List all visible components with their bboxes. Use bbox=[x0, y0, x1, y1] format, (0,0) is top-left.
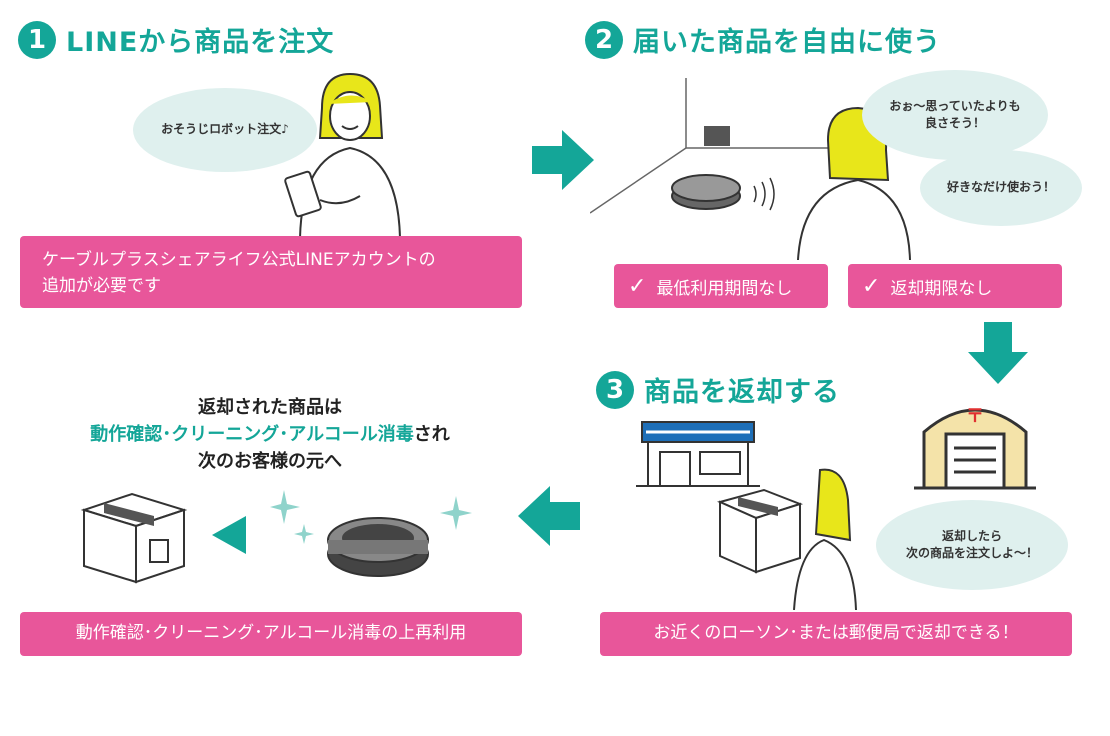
step4-note-text: 動作確認･クリーニング･アルコール消毒の上再利用 bbox=[75, 623, 467, 644]
step2-title: 届いた商品を自由に使う bbox=[633, 27, 941, 58]
robot-vacuum-icon bbox=[327, 517, 429, 577]
sparkle-icon bbox=[270, 490, 300, 524]
box-icon bbox=[80, 492, 188, 584]
step1-number-badge: 1 bbox=[18, 20, 56, 59]
reuse-info-text: 返却された商品は 動作確認･クリーニング･アルコール消毒され 次のお客様の元へ bbox=[0, 394, 540, 475]
check-icon: ✓ bbox=[628, 273, 647, 299]
svg-text:〒: 〒 bbox=[966, 406, 984, 427]
check-no-return-deadline: ✓ 返却期限なし bbox=[848, 264, 1062, 308]
step2-speech-bubble-1: おぉ〜思っていたよりも 良さそう！ bbox=[862, 70, 1048, 160]
box-icon bbox=[717, 488, 804, 574]
step2-number-badge: 2 bbox=[585, 20, 623, 59]
step1-note-line1: ケーブルプラスシェアライフ公式LINEアカウントの bbox=[42, 250, 436, 270]
check2-label: 返却期限なし bbox=[890, 278, 993, 299]
post-office-icon: 〒 bbox=[914, 406, 1036, 490]
step1-heading: 1 LINEから商品を注文 bbox=[18, 20, 334, 59]
reuse-info-line3: 次のお客様の元へ bbox=[198, 451, 342, 472]
step3-title: 商品を返却する bbox=[644, 377, 840, 408]
smartphone-icon bbox=[284, 170, 322, 218]
step2-bubble2-text: 好きなだけ使おう！ bbox=[946, 180, 1055, 195]
woman-with-tablet-illustration bbox=[284, 72, 401, 238]
step2-speech-bubble-2: 好きなだけ使おう！ bbox=[920, 150, 1082, 226]
reuse-info-line2: 動作確認･クリーニング･アルコール消毒され bbox=[0, 421, 540, 448]
step3-speech-bubble: 返却したら 次の商品を注文しよ〜！ bbox=[876, 500, 1068, 590]
arrow-left-small-icon bbox=[212, 516, 246, 554]
step1-note-line2: 追加が必要です bbox=[42, 275, 161, 296]
step2-bubble1-line1: おぉ〜思っていたよりも bbox=[889, 98, 1021, 113]
step1-speech-bubble: おそうじロボット注文♪ bbox=[133, 88, 317, 172]
step1-title: LINEから商品を注文 bbox=[66, 27, 335, 58]
reuse-info-highlight: 動作確認･クリーニング･アルコール消毒 bbox=[90, 424, 414, 445]
step3-heading: 3 商品を返却する bbox=[596, 370, 840, 409]
reuse-info-line1: 返却された商品は bbox=[198, 397, 342, 418]
reuse-info-suffix: され bbox=[413, 424, 450, 445]
clean-robot-vacuum-illustration bbox=[270, 490, 472, 577]
step1-bubble-text: おそうじロボット注文♪ bbox=[161, 122, 289, 137]
sparkle-icon bbox=[294, 524, 314, 544]
step4-note-box: 動作確認･クリーニング･アルコール消毒の上再利用 bbox=[20, 612, 522, 656]
check-icon: ✓ bbox=[862, 273, 881, 299]
arrow-right-icon bbox=[532, 130, 594, 190]
check-no-minimum-period: ✓ 最低利用期間なし bbox=[614, 264, 828, 308]
check1-label: 最低利用期間なし bbox=[656, 278, 793, 299]
robot-dock-icon bbox=[704, 126, 730, 146]
step3-bubble-line2: 次の商品を注文しよ〜！ bbox=[905, 546, 1038, 560]
sparkle-icon bbox=[440, 496, 472, 530]
step2-bubble1-line2: 良さそう！ bbox=[924, 116, 985, 130]
step3-note-text: お近くのローソン･または郵便局で返却できる！ bbox=[653, 623, 1019, 644]
arrow-down-icon bbox=[968, 322, 1028, 384]
arrow-left-icon bbox=[518, 486, 580, 546]
step1-note-box: ケーブルプラスシェアライフ公式LINEアカウントの 追加が必要です bbox=[20, 236, 522, 308]
step3-note-box: お近くのローソン･または郵便局で返却できる！ bbox=[600, 612, 1072, 656]
step2-heading: 2 届いた商品を自由に使う bbox=[585, 20, 941, 59]
room-with-robot-vacuum-illustration bbox=[590, 78, 830, 214]
convenience-store-icon bbox=[636, 421, 760, 487]
woman-with-box-illustration bbox=[717, 468, 857, 610]
step3-bubble-line1: 返却したら bbox=[941, 528, 1002, 543]
step3-number-badge: 3 bbox=[596, 370, 634, 409]
